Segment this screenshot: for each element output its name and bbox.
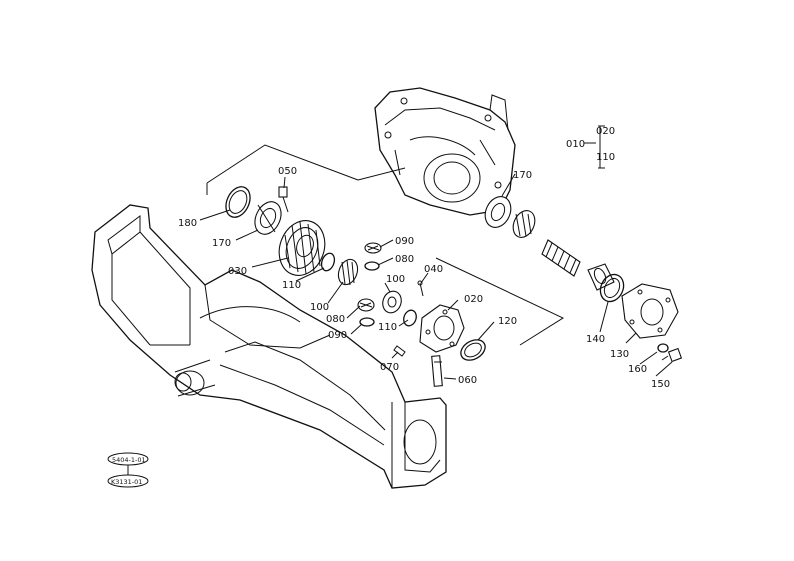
part-label-030: 030 (228, 266, 247, 277)
part-label-010: 010 (566, 139, 585, 150)
part-label-110-top: 110 (596, 152, 615, 163)
bolt-150 (661, 347, 683, 363)
bevel-gear-030 (278, 220, 326, 276)
part-label-110-mid: 110 (282, 280, 301, 291)
collar (587, 263, 615, 291)
part-label-120: 120 (498, 316, 517, 327)
part-label-100-right: 100 (386, 274, 405, 285)
part-label-140: 140 (586, 334, 605, 345)
part-label-080-top: 080 (395, 254, 414, 265)
bearing-170-right (484, 196, 512, 228)
seal-140 (599, 273, 625, 303)
flange-cover-130 (621, 283, 679, 339)
ref-code-top: 5404-1-01 (112, 456, 146, 464)
part-label-080-lower: 080 (326, 314, 345, 325)
washer-110-left (320, 252, 336, 272)
reference-codes: 5404-1-01 K3131-01 (107, 452, 149, 488)
part-label-150: 150 (651, 379, 670, 390)
part-labels: 010 020 110 050 180 170 030 110 090 080 … (178, 126, 670, 390)
washer-090-lower (359, 317, 375, 327)
part-label-100-left: 100 (310, 302, 329, 313)
gear-case-housing (374, 87, 516, 216)
leader-lines (199, 142, 673, 380)
washer-160 (657, 343, 669, 353)
seal-180 (225, 186, 251, 218)
spline-shaft (541, 239, 581, 277)
pinion-090-top (364, 242, 382, 254)
gear-right (512, 210, 536, 238)
shaft-060 (431, 355, 443, 387)
washer-080-top (364, 261, 380, 271)
bearing-170-left (254, 201, 282, 235)
pin-070 (393, 345, 406, 357)
part-label-090-lower: 090 (328, 330, 347, 341)
part-label-020-top: 020 (596, 126, 615, 137)
part-label-160: 160 (628, 364, 647, 375)
part-label-180: 180 (178, 218, 197, 229)
part-label-040: 040 (424, 264, 443, 275)
assembly-outline (206, 125, 605, 346)
ref-code-bottom: K3131-01 (111, 478, 142, 486)
part-label-130: 130 (610, 349, 629, 360)
part-label-170-right: 170 (513, 170, 532, 181)
pinion-080-lower (357, 298, 375, 312)
part-label-090-top: 090 (395, 236, 414, 247)
part-label-170-left: 170 (212, 238, 231, 249)
bolt-050 (278, 186, 289, 213)
diff-case-020 (419, 304, 465, 353)
shim-120 (460, 339, 486, 361)
side-gear-100-left (337, 258, 359, 286)
pin-040 (417, 280, 424, 297)
part-label-070: 070 (380, 362, 399, 373)
part-label-110-lower: 110 (378, 322, 397, 333)
axle-housing (91, 204, 447, 489)
part-label-050: 050 (278, 166, 297, 177)
part-label-060: 060 (458, 375, 477, 386)
part-label-020-mid: 020 (464, 294, 483, 305)
side-gear-100-right (382, 290, 402, 314)
washer-110-right (403, 309, 417, 327)
